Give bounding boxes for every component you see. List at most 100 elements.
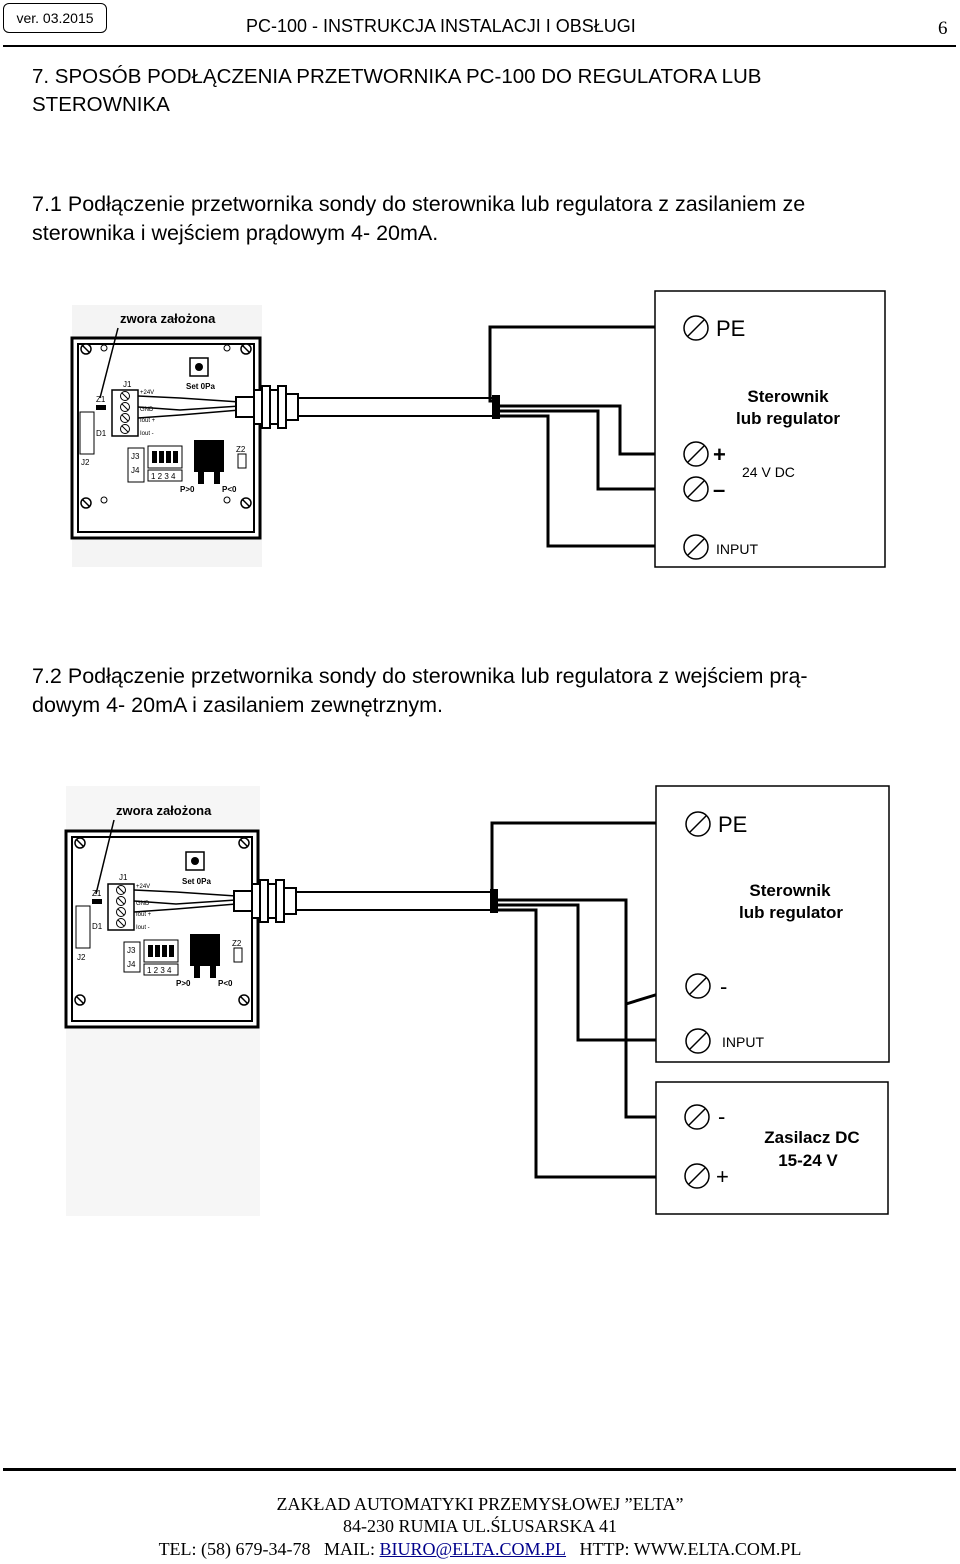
subsection-7-1-line2: sterownika i wejściem prądowym 4- 20mA. — [32, 221, 439, 245]
j4-label: J4 — [127, 960, 136, 969]
cable-end — [492, 395, 500, 419]
pin-gnd-label: GND — [140, 407, 154, 413]
controller-label-line1: Sterownik — [749, 881, 831, 900]
j3-label: J3 — [127, 946, 136, 955]
wire-pe — [488, 325, 685, 403]
pin-24v-label: +24V — [136, 884, 150, 890]
wire-minus — [500, 409, 688, 491]
controller-label-line1: Sterownik — [747, 387, 829, 406]
z1-jumper — [96, 405, 106, 410]
psu-plus-label: + — [716, 1164, 729, 1189]
footer-tel: TEL: (58) 679-34-78 — [158, 1539, 311, 1559]
wire-input — [500, 414, 688, 548]
pin-out-minus-label: Iout - — [140, 431, 154, 437]
j2-connector — [79, 411, 95, 455]
j3-label: J3 — [131, 452, 140, 461]
internal-wire — [137, 405, 241, 411]
terminal-block — [111, 389, 139, 437]
internal-wire — [137, 395, 241, 403]
set-zero-label: Set 0Pa — [182, 877, 211, 886]
z1-label: Z1 — [92, 889, 102, 898]
footer-company: ZAKŁAD AUTOMATYKI PRZEMYSŁOWEJ ”ELTA” — [276, 1494, 684, 1514]
cable-gland — [235, 385, 299, 429]
pin-24v-label: +24V — [140, 390, 154, 396]
dip-number-box — [143, 963, 179, 976]
power-supply-box — [655, 1081, 889, 1215]
section-heading-line1: 7. SPOSÓB PODŁĄCZENIA PRZETWORNIKA PC-10… — [32, 65, 762, 88]
document-title: PC-100 - INSTRUKCJA INSTALACJI I OBSŁUGI — [246, 16, 636, 36]
cable-gland — [233, 879, 297, 923]
footer-http: HTTP: WWW.ELTA.COM.PL — [579, 1539, 802, 1559]
footer-mail-label: MAIL: — [324, 1539, 376, 1559]
subsection-7-1-heading: 7.1 Podłączenie przetwornika sondy do st… — [32, 190, 952, 248]
cable-end — [490, 889, 498, 913]
input-label: INPUT — [722, 1034, 764, 1050]
footer-address: 84-230 RUMIA UL.ŚLUSARSKA 41 — [342, 1516, 618, 1536]
j2-label: J2 — [77, 953, 86, 962]
p-positive-label: P>0 — [180, 485, 195, 494]
wire-plus — [500, 404, 688, 456]
jumper-pointer — [95, 819, 115, 895]
jumper-pointer — [99, 327, 119, 399]
j4-label: J4 — [131, 466, 140, 475]
wiring-diagram-7-1: zwora założona Set 0Pa J1 Z1 D1 J2 +24V … — [70, 290, 886, 568]
z2-jumper — [237, 453, 247, 469]
voltage-label: 24 V DC — [742, 464, 795, 480]
pe-label: PE — [718, 812, 747, 837]
section-heading: 7. SPOSÓB PODŁĄCZENIA PRZETWORNIKA PC-10… — [32, 63, 932, 119]
version-badge: ver. 03.2015 — [3, 3, 107, 33]
subsection-7-2-line1: 7.2 Podłączenie przetwornika sondy do st… — [32, 664, 808, 688]
psu-label-line2: 15-24 V — [778, 1151, 838, 1170]
pe-label: PE — [716, 316, 745, 341]
internal-wire — [137, 409, 241, 419]
subsection-7-2-heading: 7.2 Podłączenie przetwornika sondy do st… — [32, 662, 952, 720]
d1-label: D1 — [92, 922, 103, 931]
pressure-sensor — [190, 934, 220, 966]
pin-out-plus-label: Iout + — [140, 418, 156, 424]
p-negative-label: P<0 — [222, 485, 237, 494]
d1-label: D1 — [96, 429, 107, 438]
transmitter-housing — [64, 786, 260, 1216]
footer-contact: TEL: (58) 679-34-78 MAIL: BIURO@ELTA.COM… — [0, 1539, 960, 1560]
section-heading-line2: STEROWNIKA — [32, 93, 170, 116]
header-divider — [3, 45, 956, 47]
j1-label: J1 — [119, 873, 128, 882]
wire-input — [498, 903, 688, 1042]
dip-number-box — [147, 469, 183, 482]
z2-jumper — [233, 947, 243, 963]
wiring-diagram-7-2: zwora założona Set 0Pa J1 Z1 D1 J2 +24V … — [64, 785, 890, 1216]
j3-j4-connector — [127, 447, 145, 483]
psu-label-line1: Zasilacz DC — [764, 1128, 859, 1147]
j1-label: J1 — [123, 380, 132, 389]
pin-out-plus-label: Iout + — [136, 912, 152, 918]
p-positive-label: P>0 — [176, 979, 191, 988]
pin-out-minus-label: Iout - — [136, 925, 150, 931]
z2-label: Z2 — [236, 445, 246, 454]
pressure-sensor — [194, 440, 224, 472]
set-zero-button-dot — [195, 363, 203, 371]
plus-label: + — [713, 442, 726, 467]
z2-label: Z2 — [232, 939, 242, 948]
jumper-label: zwora założona — [116, 803, 212, 818]
minus-label: – — [713, 477, 725, 502]
z1-jumper — [92, 899, 102, 904]
subsection-7-1-line1: 7.1 Podłączenie przetwornika sondy do st… — [32, 192, 806, 216]
controller-label-line2: lub regulator — [736, 409, 840, 428]
jumper-label: zwora założona — [120, 311, 216, 326]
z1-label: Z1 — [96, 395, 106, 404]
j3-j4-connector — [123, 941, 141, 973]
minus-label: - — [720, 974, 727, 999]
set-zero-label: Set 0Pa — [186, 382, 215, 391]
subsection-7-2-line2: dowym 4- 20mA i zasilaniem zewnętrznym. — [32, 693, 444, 717]
footer-mail-link[interactable]: BIURO@ELTA.COM.PL — [379, 1539, 567, 1559]
wire-pe — [490, 821, 686, 897]
j2-label: J2 — [81, 458, 90, 467]
psu-minus-label: - — [718, 1104, 725, 1129]
j2-connector — [75, 905, 91, 949]
footer-divider — [3, 1468, 956, 1471]
pin-gnd-label: GND — [136, 901, 150, 907]
input-label: INPUT — [716, 541, 758, 557]
terminal-block — [107, 883, 135, 931]
controller-label-line2: lub regulator — [739, 903, 843, 922]
p-negative-label: P<0 — [218, 979, 233, 988]
